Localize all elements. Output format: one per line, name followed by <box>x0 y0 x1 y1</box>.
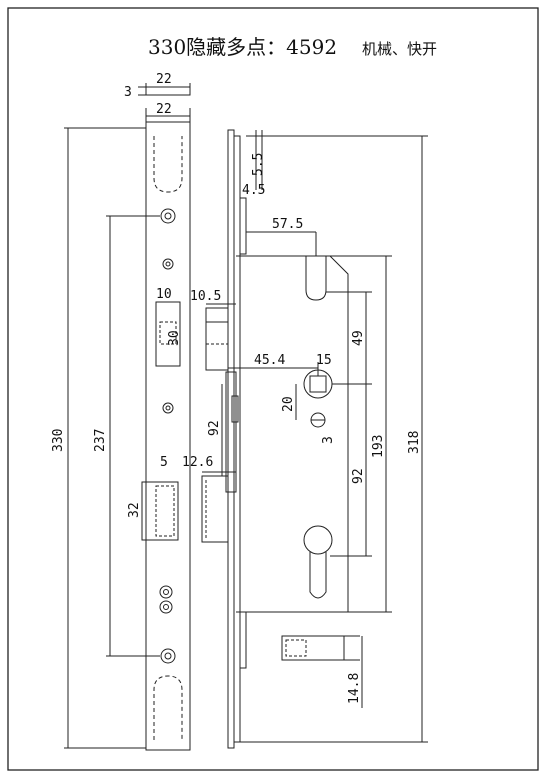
dim-faceplate-width: 22 <box>156 102 172 117</box>
deadbolt-side <box>201 475 229 543</box>
dim-follower-to-cylinder: 92 <box>351 468 366 484</box>
dim-latch-width: 10.5 <box>190 289 221 304</box>
dim-latch-height: 10 <box>156 287 172 302</box>
faceplate-hole <box>159 600 173 614</box>
bottom-slot <box>153 675 183 740</box>
deadbolt-window <box>141 481 179 541</box>
dim-case-height: 193 <box>371 435 386 458</box>
dim-backset: 57.5 <box>272 217 303 232</box>
faceplate-hole <box>159 585 173 599</box>
dim-bottom-stub: 14.8 <box>347 673 362 704</box>
dim-screw-span: 237 <box>93 429 108 452</box>
bolt-section-detail <box>145 86 191 96</box>
dim-deadbolt-width: 5 <box>160 455 168 470</box>
dim-handle-to-follower: 45.4 <box>254 353 285 368</box>
dim-follower-square: 15 <box>316 353 332 368</box>
faceplate-screw-top <box>160 208 176 224</box>
mid-rail <box>225 371 237 493</box>
cylinder-hole-top <box>303 525 333 555</box>
dim-latch-depth: 30 <box>167 330 182 346</box>
dim-overall-length: 330 <box>51 429 66 452</box>
dim-follower-to-screw: 20 <box>281 396 296 412</box>
dim-body-length: 318 <box>407 431 422 454</box>
cylinder-hole-bottom <box>309 552 327 599</box>
faceplate-side <box>227 129 235 749</box>
latch-bolt-side <box>205 307 229 371</box>
lock-case <box>236 255 349 613</box>
latch-window <box>155 301 181 367</box>
keeper-block <box>281 635 345 661</box>
faceplate-hole <box>162 258 174 270</box>
faceplate-hole <box>162 402 174 414</box>
dim-upper-gap: 49 <box>351 330 366 346</box>
follower-square <box>309 375 327 393</box>
dim-bolt-thickness: 3 <box>124 85 132 100</box>
dim-deadbolt-offset: 12.6 <box>182 455 213 470</box>
top-slot <box>153 136 183 193</box>
faceplate-front-view <box>145 121 191 751</box>
title-suffix: 机械、快开 <box>362 40 437 58</box>
dim-follower-center: 92 <box>207 420 222 436</box>
faceplate-screw-bottom <box>160 648 176 664</box>
dim-flange: 4.5 <box>242 183 265 198</box>
case-slot <box>305 256 327 301</box>
dim-screw-small: 3 <box>321 436 336 444</box>
dim-top-offset: 5.5 <box>251 153 266 176</box>
dim-bolt-top-width: 22 <box>156 72 172 87</box>
dim-deadbolt-height: 32 <box>127 502 142 518</box>
drawing-border <box>7 7 539 771</box>
title-main: 330隐藏多点：4592 <box>148 35 337 59</box>
